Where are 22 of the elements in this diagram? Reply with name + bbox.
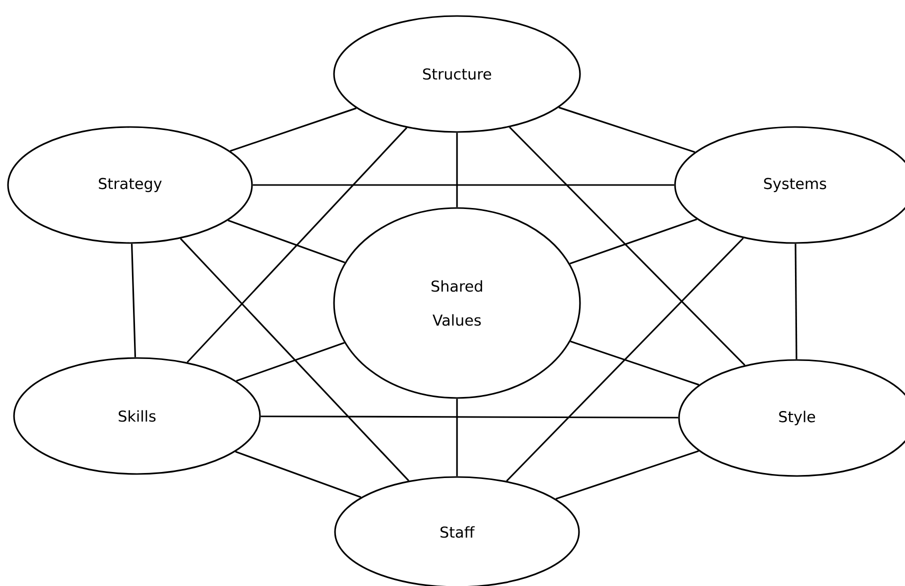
connector-line	[456, 132, 458, 208]
connector-line	[230, 107, 357, 152]
connector-line	[570, 218, 698, 264]
connector-line	[260, 416, 678, 418]
connector-line	[558, 106, 696, 153]
ellipse-node: Shared Values	[333, 207, 581, 399]
connector-line	[794, 244, 798, 360]
connector-line	[131, 244, 136, 358]
connector-line	[180, 238, 410, 482]
connector-line	[509, 126, 746, 366]
connector-line	[556, 450, 699, 500]
ellipse-node: Structure	[333, 15, 581, 133]
connector-line	[252, 184, 674, 186]
connector-line	[235, 450, 362, 498]
connector-line	[236, 342, 345, 382]
ellipse-node: Strategy	[7, 126, 253, 244]
connector-line	[186, 127, 408, 363]
connector-line	[228, 220, 346, 264]
connector-line	[456, 398, 458, 476]
connector-line	[506, 238, 744, 482]
ellipse-node: Skills	[13, 357, 261, 475]
connector-line	[570, 340, 700, 386]
